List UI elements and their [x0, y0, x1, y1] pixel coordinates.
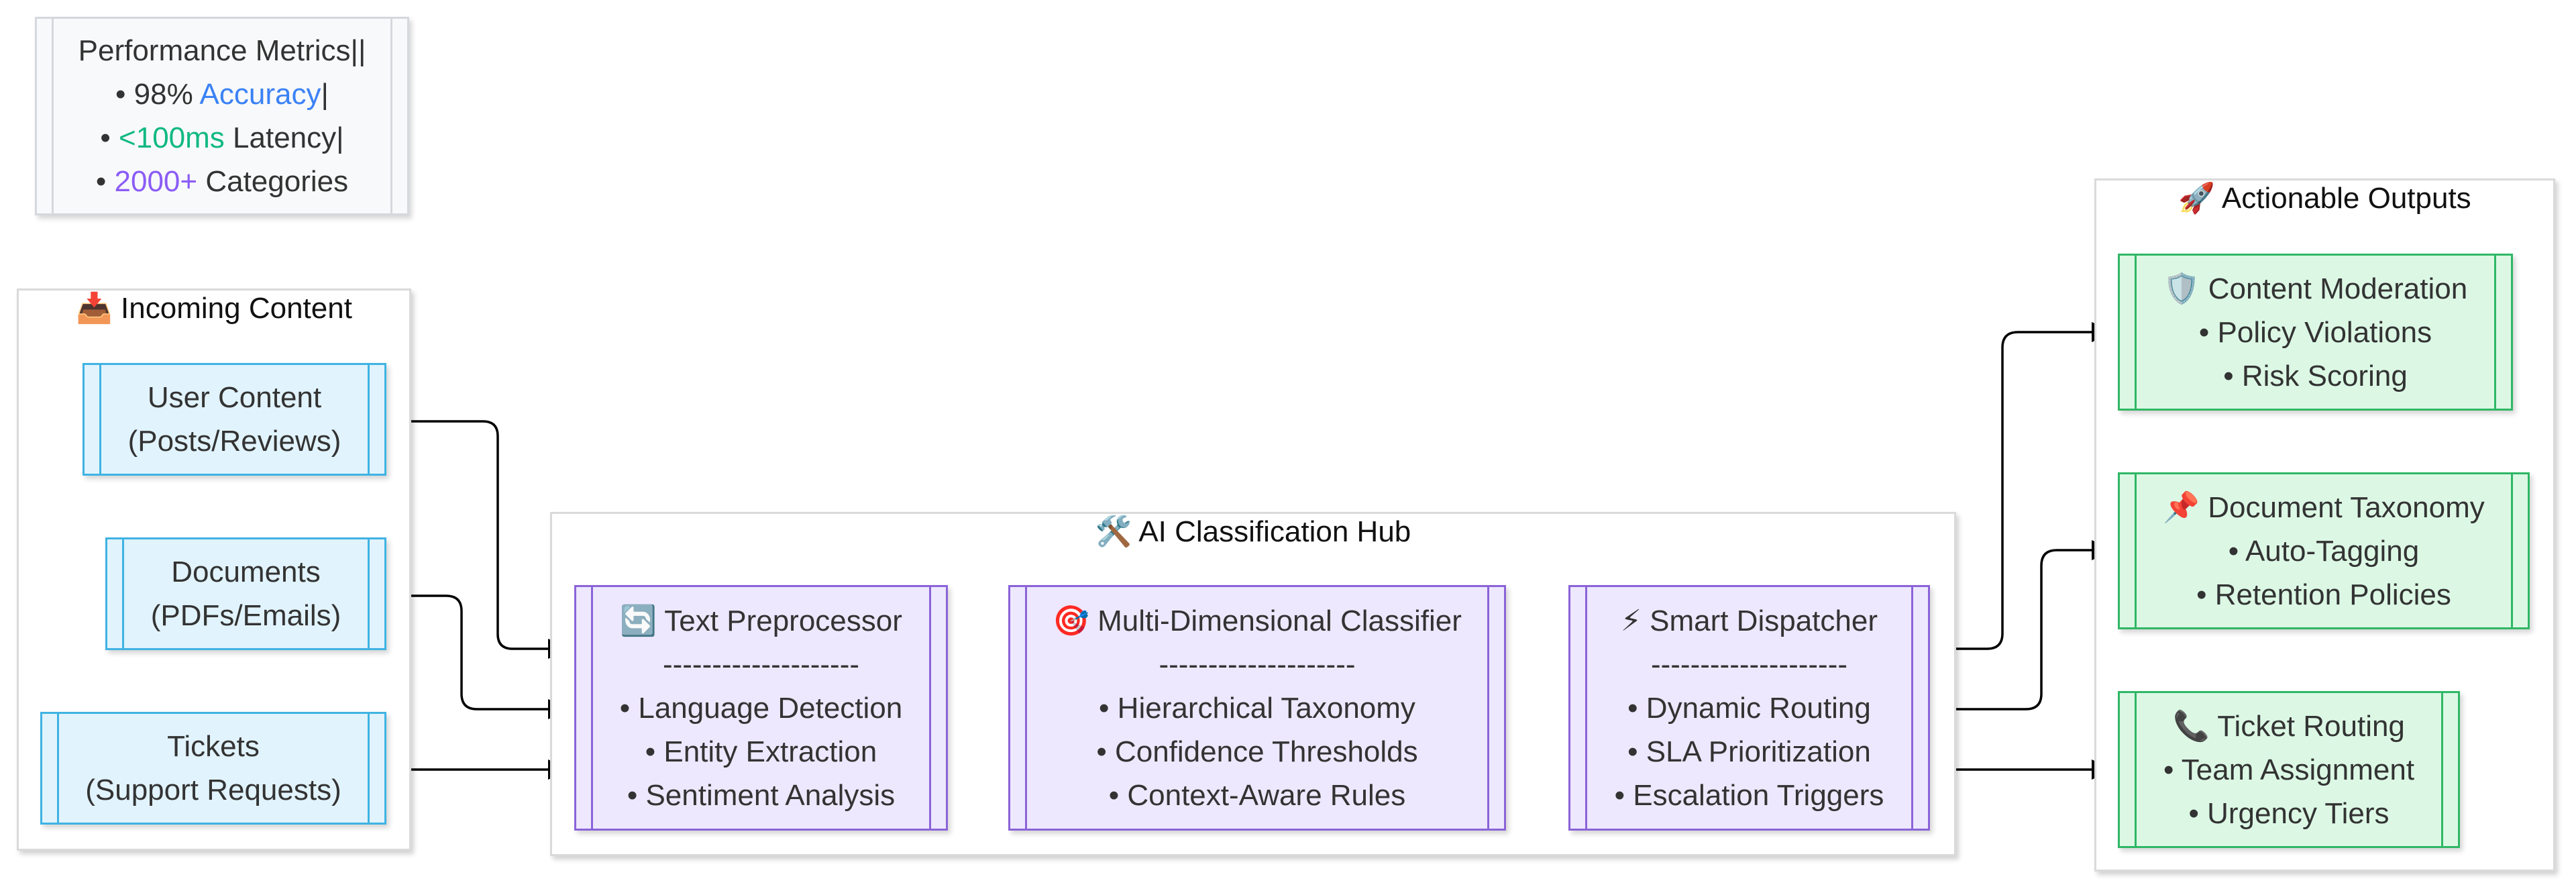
- metric-accuracy-highlight: Accuracy: [199, 78, 321, 111]
- edge-dispatcher-to-taxonomy: [1930, 540, 2114, 711]
- metric-categories-highlight: 2000+: [114, 165, 198, 198]
- edge-documents-to-preprocessor: [386, 594, 571, 719]
- metric-latency-highlight: <100ms: [119, 121, 225, 154]
- smart-dispatcher-node[interactable]: ⚡ Smart Dispatcher -------------------- …: [1568, 585, 1930, 831]
- user-content-node[interactable]: User Content (Posts/Reviews): [83, 363, 386, 476]
- metric-accuracy: • 98% Accuracy|: [115, 78, 329, 111]
- multi-dimensional-classifier-node[interactable]: 🎯 Multi-Dimensional Classifier ---------…: [1008, 585, 1506, 831]
- incoming-content-title: 📥 Incoming Content: [76, 292, 352, 325]
- actionable-outputs-title: 🚀 Actionable Outputs: [2178, 182, 2471, 215]
- edge-user-content-to-preprocessor: [386, 420, 571, 659]
- metric-categories: • 2000+ Categories: [95, 165, 349, 198]
- ticket-routing-node[interactable]: 📞 Ticket Routing • Team Assignment • Urg…: [2118, 691, 2460, 848]
- content-moderation-node[interactable]: 🛡️ Content Moderation • Policy Violation…: [2118, 254, 2513, 411]
- metric-latency: • <100ms Latency|: [100, 121, 344, 154]
- classification-hub-title: 🛠️ AI Classification Hub: [1095, 515, 1411, 548]
- text-preprocessor-node[interactable]: 🔄 Text Preprocessor --------------------…: [574, 585, 948, 831]
- tickets-node[interactable]: Tickets (Support Requests): [40, 712, 386, 825]
- documents-node[interactable]: Documents (PDFs/Emails): [105, 537, 386, 650]
- performance-metrics-box: Performance Metrics|| • 98% Accuracy| • …: [35, 17, 409, 215]
- document-taxonomy-node[interactable]: 📌 Document Taxonomy • Auto-Tagging • Ret…: [2118, 472, 2530, 629]
- metrics-title: Performance Metrics||: [78, 34, 366, 67]
- edge-dispatcher-to-moderation: [1930, 322, 2114, 650]
